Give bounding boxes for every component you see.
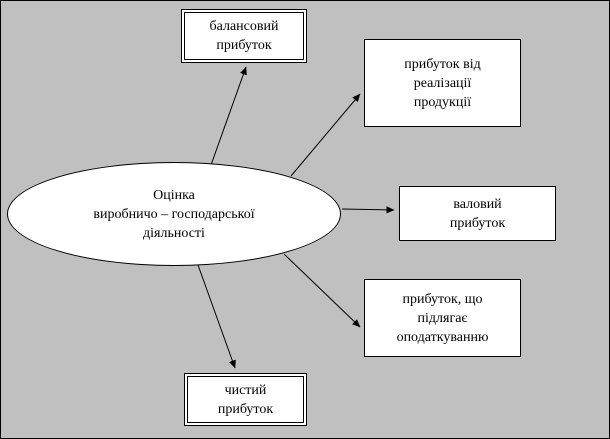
node-assessment-line1: Оцінка bbox=[153, 187, 195, 203]
node-gross-profit-line1: валовий bbox=[453, 196, 502, 212]
node-gross-profit-line2: прибуток bbox=[449, 215, 506, 231]
arrow-to-balance-profit bbox=[210, 66, 247, 166]
node-balance-profit-line2: прибуток bbox=[216, 38, 272, 53]
node-net-profit-line1: чистий bbox=[224, 382, 267, 398]
node-balance-profit: балансовий прибуток bbox=[181, 9, 307, 63]
arrow-to-net-profit bbox=[197, 264, 236, 369]
node-taxable-profit-line1: прибуток, що bbox=[402, 291, 483, 307]
node-taxable-profit-line2: підлягає bbox=[417, 310, 468, 326]
node-assessment-line3: діяльності bbox=[143, 225, 205, 241]
node-assessment-line2: виробничо – господарської bbox=[93, 206, 255, 222]
arrow-to-sales-profit bbox=[290, 93, 361, 177]
node-balance-profit-line1: балансовий bbox=[209, 19, 279, 34]
node-sales-profit-line2: реалізації bbox=[413, 75, 472, 91]
node-taxable-profit-line3: оподаткуванню bbox=[396, 329, 489, 345]
node-net-profit: чистий прибуток bbox=[184, 373, 307, 426]
node-balance-profit-inner: балансовий прибуток bbox=[184, 12, 304, 60]
node-net-profit-line2: прибуток bbox=[217, 401, 274, 417]
node-sales-profit-line1: прибуток від bbox=[404, 56, 481, 72]
node-taxable-profit: прибуток, що підлягає оподаткуванню bbox=[364, 279, 521, 357]
node-sales-profit: прибуток від реалізації продукції bbox=[364, 39, 521, 127]
node-sales-profit-line3: продукції bbox=[413, 94, 472, 110]
node-gross-profit: валовий прибуток bbox=[399, 186, 556, 241]
node-net-profit-inner: чистий прибуток bbox=[187, 376, 304, 423]
node-assessment-ellipse: Оцінка виробничо – господарської діяльно… bbox=[7, 162, 341, 266]
arrow-to-gross-profit bbox=[341, 206, 395, 214]
arrow-to-taxable-profit bbox=[283, 253, 361, 328]
